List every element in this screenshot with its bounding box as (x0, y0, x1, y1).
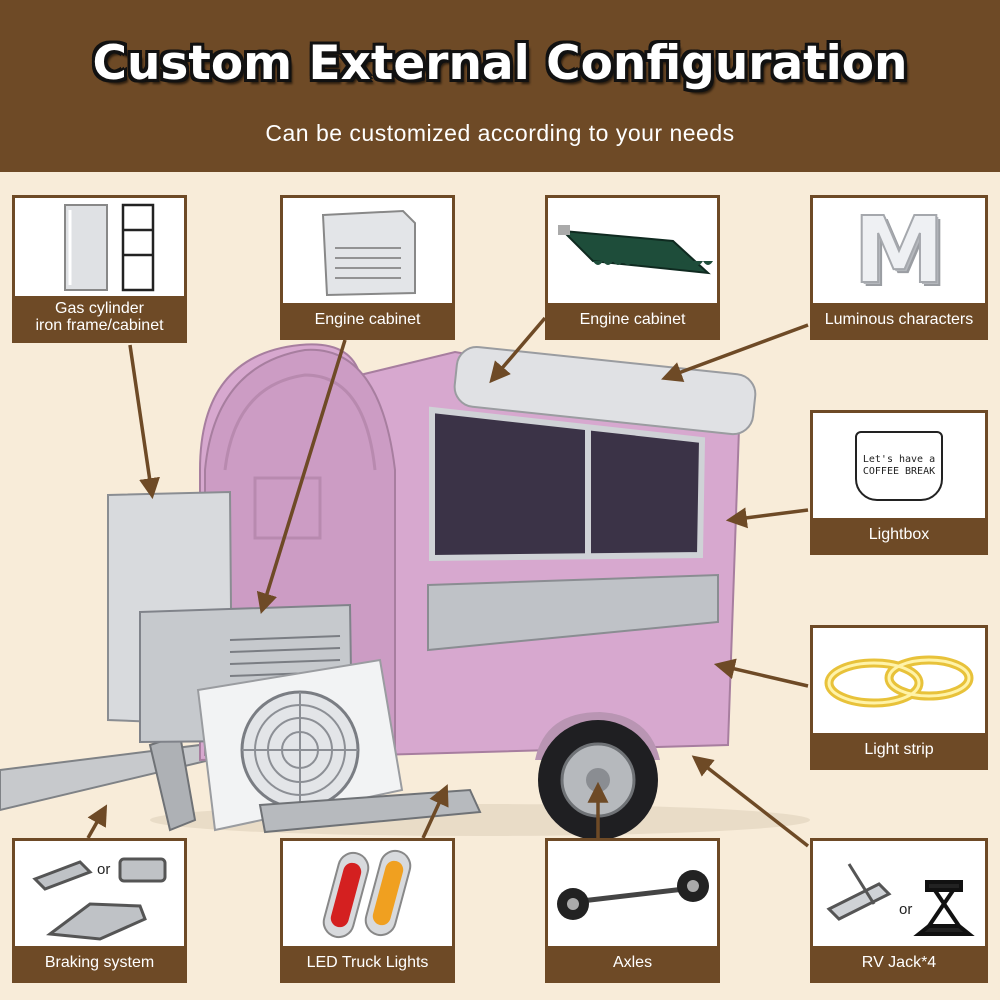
card-rv-jack: or RV Jack*4 (810, 838, 988, 983)
rv-jack-label: RV Jack*4 (813, 946, 985, 980)
engine-cabinet-image (283, 198, 452, 303)
card-lightbox: Let's have a COFFEE BREAK Lightbox (810, 410, 988, 555)
coffee-break-sign: Let's have a COFFEE BREAK (855, 430, 943, 501)
page-title: Custom External Configuration (92, 36, 908, 91)
led-truck-lights-image (283, 841, 452, 946)
card-axles: Axles (545, 838, 720, 983)
luminous-characters-image: M (813, 198, 985, 303)
card-braking-system: or Braking system (12, 838, 187, 983)
lightbox-label: Lightbox (813, 518, 985, 552)
braking-system-label: Braking system (15, 946, 184, 980)
awning-image (548, 198, 717, 303)
card-luminous-characters: M Luminous characters (810, 195, 988, 340)
page-subtitle: Can be customized according to your need… (265, 120, 735, 146)
light-strip-image (813, 628, 985, 733)
lightbox-image: Let's have a COFFEE BREAK (813, 413, 985, 518)
braking-system-image: or (15, 841, 184, 946)
axles-label: Axles (548, 946, 717, 980)
card-engine-cabinet-1: Engine cabinet (280, 195, 455, 340)
axles-image (548, 841, 717, 946)
letter-m-sign: M (852, 198, 946, 303)
engine-cabinet-label-2: Engine cabinet (548, 303, 717, 337)
or-text-braking: or (97, 861, 111, 878)
engine-cabinet-label-1: Engine cabinet (283, 303, 452, 337)
header-banner: Custom External Configuration Can be cus… (0, 0, 1000, 172)
card-engine-cabinet-2: Engine cabinet (545, 195, 720, 340)
light-strip-label: Light strip (813, 733, 985, 767)
card-gas-cylinder: Gas cylinder iron frame/cabinet (12, 195, 187, 343)
or-text-jack: or (899, 901, 913, 918)
card-led-truck-lights: LED Truck Lights (280, 838, 455, 983)
gas-cylinder-label: Gas cylinder iron frame/cabinet (15, 296, 184, 340)
luminous-characters-label: Luminous characters (813, 303, 985, 337)
rv-jack-image: or (813, 841, 985, 946)
led-truck-lights-label: LED Truck Lights (283, 946, 452, 980)
gas-cylinder-image (15, 198, 184, 296)
card-light-strip: Light strip (810, 625, 988, 770)
